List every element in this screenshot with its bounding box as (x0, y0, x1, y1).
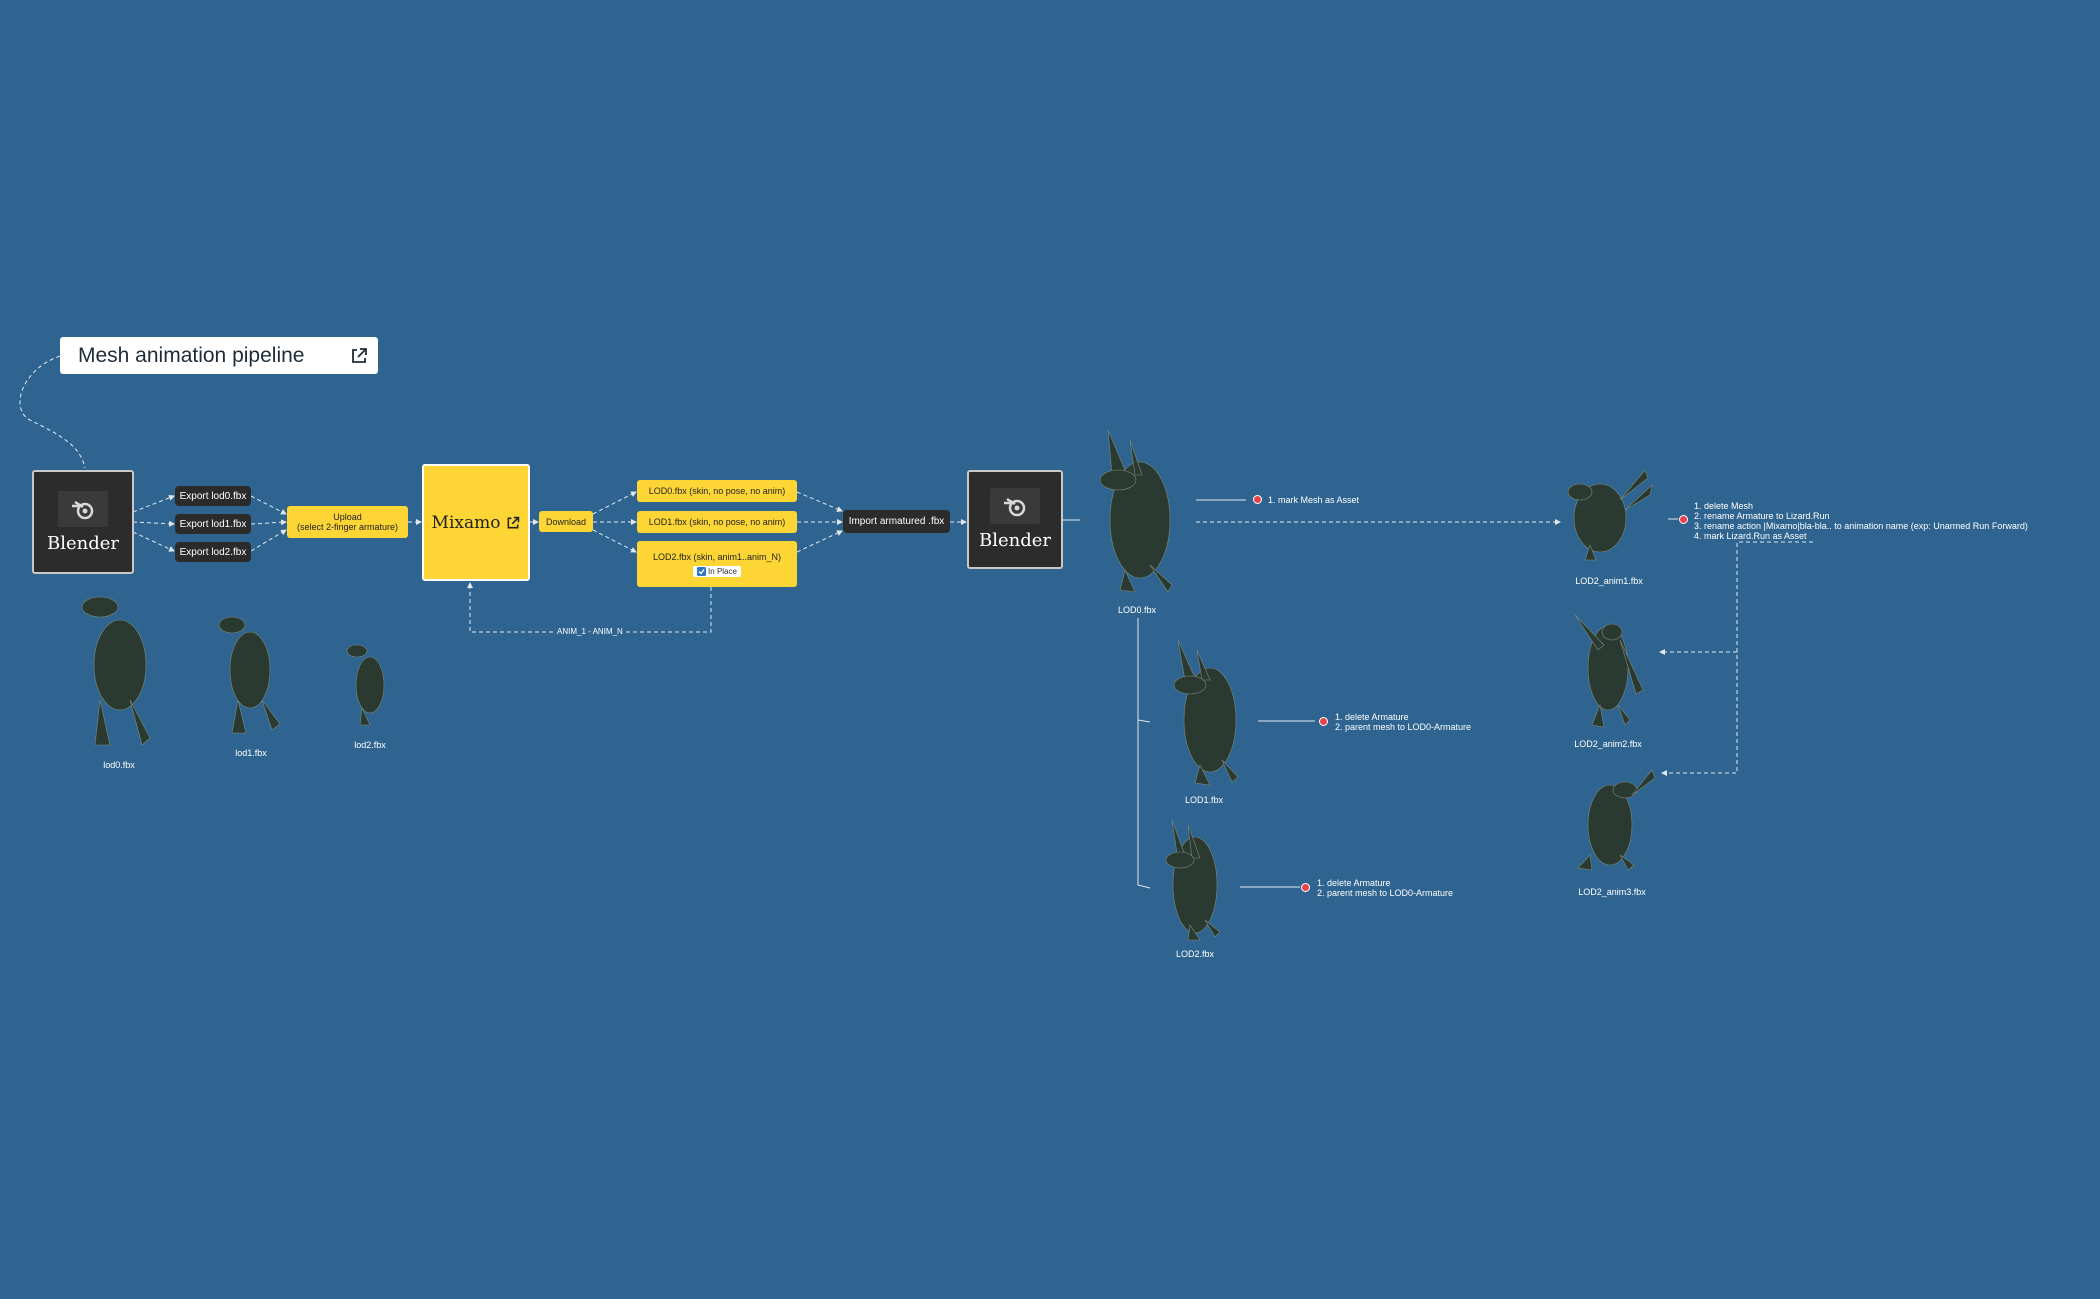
caption-lod1-small: lod1.fbx (235, 748, 267, 758)
lod0-output-node[interactable]: LOD0.fbx (skin, no pose, no anim) (637, 480, 797, 502)
blender-logo-icon (58, 490, 108, 527)
lizard-figure-LOD0 (1099, 429, 1173, 593)
lizard-figure-LOD2 (1165, 819, 1221, 941)
note-line: 4. mark Lizard.Run as Asset (1694, 531, 1807, 541)
caption-lod0-small: lod0.fbx (103, 760, 135, 770)
blender-node-left[interactable]: Blender (32, 470, 134, 574)
lizard-figure-LOD1 (1173, 639, 1239, 786)
note-lod0: 1. mark Mesh as Asset (1268, 495, 1359, 505)
note-marker-anim (1679, 515, 1688, 524)
upload-hint: (select 2-finger armature) (296, 522, 399, 532)
note-marker-lod0 (1253, 495, 1262, 504)
note-line: 2. parent mesh to LOD0-Armature (1335, 722, 1472, 732)
lod1-output-node[interactable]: LOD1.fbx (skin, no pose, no anim) (637, 511, 797, 533)
pipeline-title-link[interactable]: Mesh animation pipeline (60, 337, 378, 374)
blender-node-right[interactable]: Blender (967, 470, 1063, 569)
note-line: 1. delete Armature (1335, 712, 1409, 722)
blender-node-label: Blender (978, 530, 1051, 551)
caption-anim3: LOD2_anim3.fbx (1578, 887, 1646, 897)
caption-anim2: LOD2_anim2.fbx (1574, 739, 1642, 749)
note-lod1: 1. delete Armature 2. parent mesh to LOD… (1335, 712, 1471, 732)
in-place-checkbox[interactable]: In Place (693, 565, 741, 577)
external-link-icon (352, 347, 367, 363)
lizard-figure-anim1 (1567, 469, 1653, 561)
note-line: 2. parent mesh to LOD0-Armature (1317, 888, 1454, 898)
lizard-figure-anim3 (1577, 769, 1656, 871)
caption-lod2-small: lod2.fbx (354, 740, 386, 750)
lod2-output-label: LOD2.fbx (skin, anim1..anim_N) (652, 551, 782, 562)
note-line: 1. delete Mesh (1694, 501, 1754, 511)
lizard-figure-anim2 (1574, 614, 1644, 728)
export-lod1-node[interactable]: Export lod1.fbx (175, 514, 251, 534)
blender-logo-icon (990, 488, 1040, 524)
page-title: Mesh animation pipeline (78, 343, 305, 367)
blender-node-label: Blender (46, 532, 119, 554)
in-place-label: In Place (708, 566, 737, 576)
note-line: 3. rename action |Mixamo|bla-bla.. to an… (1694, 521, 2028, 531)
external-link-icon (508, 516, 520, 528)
export-lod2-node[interactable]: Export lod2.fbx (175, 542, 251, 562)
lod2-output-node[interactable]: LOD2.fbx (skin, anim1..anim_N) In Place (637, 541, 797, 587)
import-node[interactable]: Import armatured .fbx (843, 510, 950, 533)
caption-LOD2: LOD2.fbx (1175, 949, 1215, 959)
note-anim: 1. delete Mesh 2. rename Armature to Liz… (1694, 501, 2028, 541)
lizard-figure-lod2-small (346, 644, 385, 726)
anim-loop-label: ANIM_1 - ANIM_N (555, 627, 625, 637)
upload-node[interactable]: Upload (select 2-finger armature) (287, 506, 408, 538)
download-node[interactable]: Download (539, 511, 593, 532)
checkbox-checked-icon (697, 566, 707, 576)
note-line: 2. rename Armature to Lizard.Run (1694, 511, 1830, 521)
caption-LOD1: LOD1.fbx (1184, 795, 1224, 805)
note-marker-lod2 (1301, 883, 1310, 892)
upload-label: Upload (333, 512, 362, 522)
lizard-figure-lod1-small (218, 616, 281, 734)
mixamo-node[interactable]: Mixamo (422, 464, 530, 581)
export-lod0-node[interactable]: Export lod0.fbx (175, 486, 251, 506)
note-marker-lod1 (1319, 717, 1328, 726)
note-lod2: 1. delete Armature 2. parent mesh to LOD… (1317, 878, 1453, 898)
caption-anim1: LOD2_anim1.fbx (1575, 576, 1643, 586)
mixamo-label: Mixamo (431, 512, 501, 533)
caption-LOD0: LOD0.fbx (1117, 605, 1157, 615)
note-line: 1. mark Mesh as Asset (1268, 495, 1360, 505)
lizard-figure-lod0-small (81, 596, 151, 746)
note-line: 1. delete Armature (1317, 878, 1391, 888)
